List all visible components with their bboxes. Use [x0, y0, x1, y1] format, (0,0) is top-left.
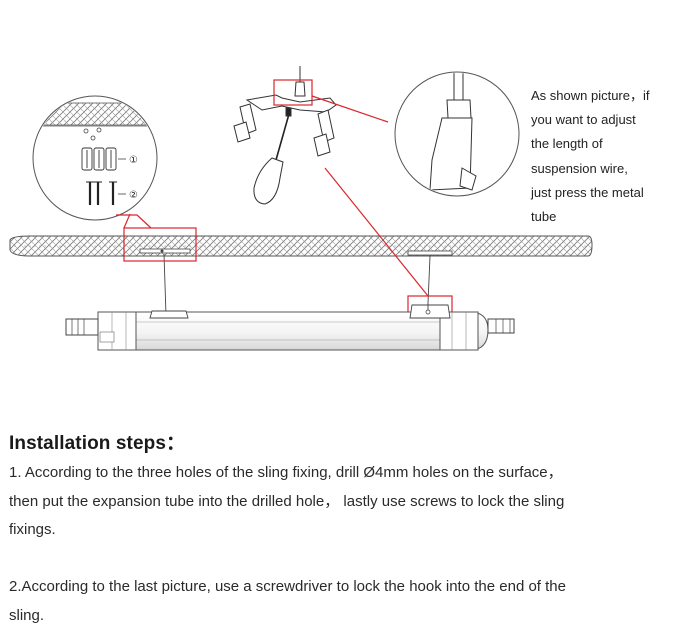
- left-sling-fixing: [139, 248, 191, 316]
- note-line: suspension wire,: [531, 160, 628, 176]
- right-magnified-circle: [394, 71, 520, 197]
- right-sling-fixing: [407, 250, 453, 304]
- note-line: you want to adjust: [531, 112, 636, 128]
- screwdriver-icon: [253, 107, 292, 205]
- installation-step-1: 1. According to the three holes of the s…: [9, 459, 564, 545]
- left-callout-box: [123, 227, 197, 262]
- marker-one: ①: [129, 155, 138, 166]
- marker-two: ②: [129, 190, 138, 201]
- left-magnified-circle: [32, 95, 158, 221]
- step-line: 2.According to the last picture, use a s…: [9, 578, 566, 595]
- adjust-wire-note: As shown picture，if you want to adjust t…: [531, 84, 671, 229]
- step-line: sling.: [9, 606, 45, 624]
- step-line: 1. According to the three holes of the s…: [9, 464, 563, 481]
- step-line: then put the expansion tube into the dri…: [9, 492, 565, 510]
- hook-assembly: [233, 66, 337, 157]
- installation-diagram: ① ②: [9, 66, 593, 351]
- hook-callout-box: [273, 79, 313, 106]
- ceiling-slab: [9, 235, 593, 257]
- note-line: tube: [531, 209, 557, 225]
- left-callout-leader: [123, 213, 131, 229]
- installation-step-2: 2.According to the last picture, use a s…: [9, 573, 566, 630]
- light-fixture: [65, 303, 515, 351]
- note-line: just press the metal: [531, 184, 644, 200]
- installation-steps-title: Installation steps：: [9, 433, 186, 454]
- step-line: fixings.: [9, 521, 56, 538]
- note-line: the length of: [531, 136, 603, 152]
- note-line: As shown picture，if: [531, 88, 650, 103]
